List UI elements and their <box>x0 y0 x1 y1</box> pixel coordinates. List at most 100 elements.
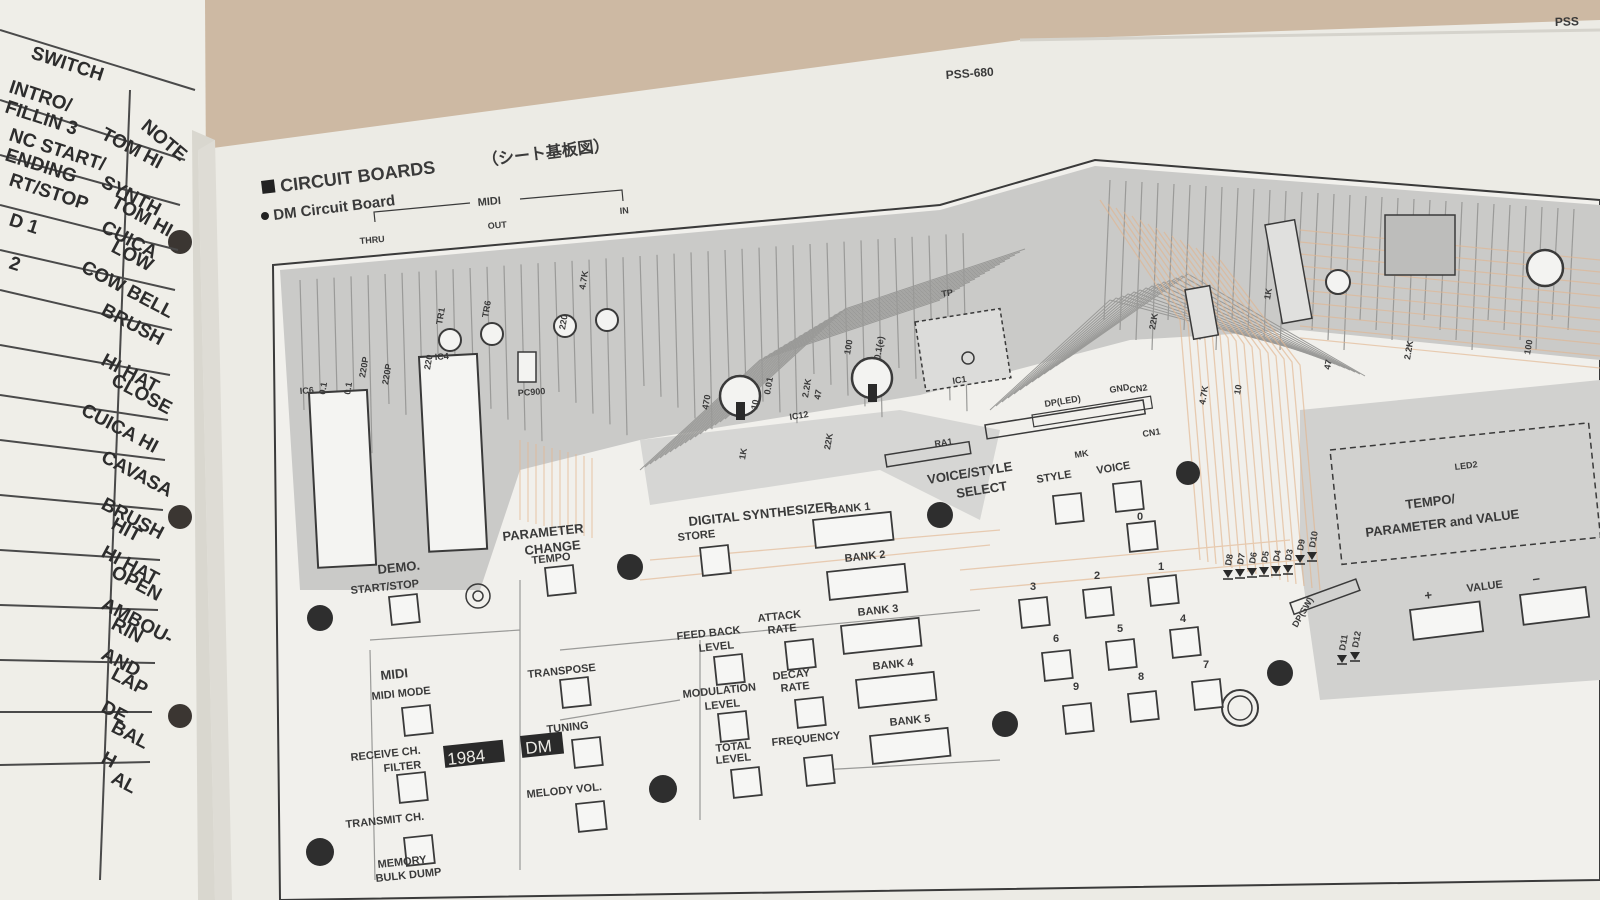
copper-trace <box>1299 265 1600 297</box>
trace <box>1013 291 1321 395</box>
button-pad-total-level <box>730 766 763 799</box>
board-trace-region-mid <box>640 410 1000 520</box>
button-pad-key-9 <box>1062 702 1095 735</box>
label-num5: 5 <box>1117 623 1123 635</box>
label-num1: 1 <box>1158 561 1164 573</box>
ic-label: IC1 <box>952 374 967 386</box>
diode-label: D10 <box>1307 530 1320 548</box>
midi-thru-label: THRU <box>359 234 385 246</box>
trace <box>1343 194 1351 351</box>
trace <box>674 278 976 450</box>
trace <box>1135 181 1143 341</box>
copper-trace <box>1187 243 1289 583</box>
diode-symbol <box>1247 568 1257 576</box>
trace <box>369 580 1001 870</box>
trace <box>1487 203 1495 321</box>
component-value: 47 <box>1322 359 1334 371</box>
ic-label: TP <box>941 287 954 299</box>
button-pads <box>388 480 1591 867</box>
button-pad-key-4 <box>1169 626 1202 659</box>
diode-symbol <box>1235 569 1245 577</box>
copper-trace <box>1171 235 1273 579</box>
copper-trace <box>1155 227 1257 575</box>
label-bank5: BANK 5 <box>889 713 931 729</box>
trace <box>1001 295 1311 403</box>
diode-label: D11 <box>1337 634 1350 652</box>
label-num3: 3 <box>1030 581 1036 593</box>
trace <box>826 242 832 385</box>
trace <box>1007 293 1316 399</box>
component-value: 1K <box>737 447 749 461</box>
diode-label: D3 <box>1283 548 1295 561</box>
transistor <box>553 314 577 338</box>
ic-mark <box>961 351 975 365</box>
button-pad-key-0 <box>1126 520 1159 553</box>
diode-symbol <box>1283 565 1293 573</box>
label-voice: VOICE <box>1096 460 1132 477</box>
button-pad-value-minus <box>1518 585 1591 626</box>
copper-trace <box>1139 219 1241 571</box>
button-pad-decay-rate <box>794 696 827 729</box>
label-num7: 7 <box>1203 659 1209 671</box>
trace <box>644 296 946 468</box>
diode-label: D5 <box>1259 550 1271 563</box>
diode-symbol <box>1350 652 1360 660</box>
ic-chip <box>1264 218 1313 325</box>
button-pad-key-7 <box>1191 678 1224 711</box>
ic-label: IC6 <box>299 385 314 396</box>
component-value: 100 <box>842 339 854 356</box>
trace <box>1471 202 1479 351</box>
trace <box>894 237 900 369</box>
copper-trace <box>1299 325 1600 357</box>
ic-label: PC900 <box>517 386 545 398</box>
trace <box>1311 192 1319 331</box>
button-pad-melody-vol <box>575 800 608 833</box>
trace <box>724 248 1026 420</box>
trace <box>649 293 951 465</box>
left-table-grid <box>0 29 196 881</box>
label-decay: DECAY <box>772 667 811 683</box>
label-feed-back-level: LEVEL <box>698 639 735 655</box>
button-pad-bank4 <box>855 670 938 709</box>
component-value: 470 <box>700 394 712 411</box>
copper-trace <box>1203 251 1305 587</box>
midi-in-label: IN <box>619 205 629 216</box>
capacitor <box>1325 269 1351 295</box>
trace <box>369 649 376 881</box>
midi-out-label: OUT <box>487 219 507 231</box>
label-memory: MEMORY <box>377 854 428 871</box>
trace <box>1119 180 1127 331</box>
ic-label: RA1 <box>934 436 953 449</box>
button-pad-bank1 <box>812 510 895 549</box>
model-number: PSS-680 <box>945 65 994 82</box>
ic-chip <box>1384 214 1456 276</box>
copper-trace <box>1299 289 1600 321</box>
trace <box>1025 287 1331 387</box>
ic-chip <box>914 307 1012 392</box>
trace <box>520 264 526 431</box>
trace <box>1061 275 1361 375</box>
label-bank2: BANK 2 <box>844 549 886 565</box>
button-pad-key-2 <box>1082 586 1115 619</box>
connector-dp-sw <box>1031 395 1154 428</box>
trace <box>605 258 611 425</box>
label-bank3: BANK 3 <box>857 603 899 619</box>
sensor-ring <box>1227 695 1253 721</box>
trace <box>1519 205 1527 341</box>
button-pad-key-3 <box>1018 596 1051 629</box>
diode-label: D7 <box>1235 552 1247 565</box>
copper-trace <box>1211 255 1313 589</box>
button-pad-bank3 <box>840 616 923 655</box>
ic-label: IC12 <box>789 409 809 422</box>
capacitor-mark <box>736 402 745 420</box>
trace <box>1375 196 1383 331</box>
label-num9: 9 <box>1073 681 1079 693</box>
connector-cn1 <box>984 399 1147 440</box>
trace <box>384 273 390 405</box>
trace <box>843 241 849 396</box>
trace <box>724 249 730 381</box>
trace <box>669 281 971 453</box>
